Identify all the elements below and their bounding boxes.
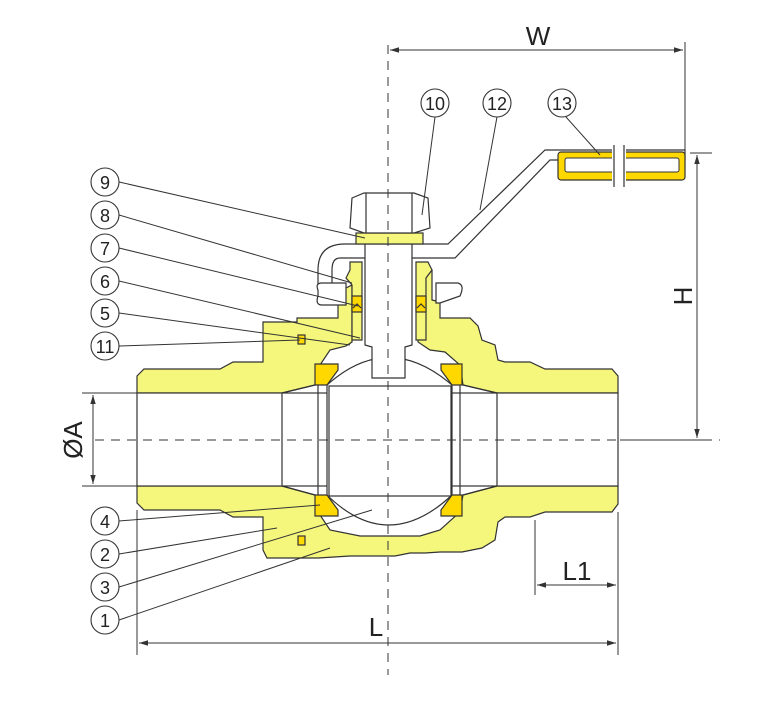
callout-4: 4 (90, 506, 120, 536)
callout-1-label: 1 (100, 611, 110, 631)
callout-13-label: 13 (552, 94, 572, 114)
callout-10-label: 10 (425, 94, 445, 114)
handle-stop (316, 282, 463, 306)
callout-11-label: 11 (96, 337, 115, 357)
callout-11: 11 (90, 331, 120, 361)
callout-7-label: 7 (100, 239, 110, 259)
callout-5: 5 (90, 298, 120, 328)
dimension-L1-label: L1 (563, 556, 592, 586)
seat-upper-right (440, 363, 463, 386)
stem-nut (349, 192, 431, 234)
seat-lower-right (440, 494, 463, 517)
callout-12: 12 (482, 88, 512, 118)
dimension-L1: L1 (534, 512, 619, 655)
callout-7: 7 (90, 233, 120, 263)
dimension-W: W (390, 21, 686, 150)
leader-lines (118, 116, 601, 621)
callout-1: 1 (90, 605, 120, 635)
dimension-A-label: ØA (58, 421, 88, 459)
callout-13: 13 (547, 88, 577, 118)
callout-2-label: 2 (100, 545, 110, 565)
callout-6-label: 6 (100, 272, 110, 292)
seat-upper-left (314, 363, 339, 386)
callout-8: 8 (90, 200, 120, 230)
callout-3-label: 3 (100, 578, 110, 598)
washer (355, 232, 424, 245)
callout-12-label: 12 (487, 94, 507, 114)
oring-lower (297, 535, 306, 546)
dimension-H: H (620, 152, 712, 441)
callout-9: 9 (90, 167, 120, 197)
callout-6: 6 (90, 266, 120, 296)
valve-body-lower (136, 485, 619, 559)
dimension-W-label: W (526, 21, 551, 51)
callout-10: 10 (420, 88, 450, 118)
dimension-H-label: H (668, 287, 698, 306)
oring-upper (297, 334, 306, 345)
dimension-A: ØA (58, 392, 137, 487)
callout-4-label: 4 (100, 512, 110, 532)
callout-5-label: 5 (100, 304, 110, 324)
callout-9-label: 9 (100, 173, 110, 193)
callout-2: 2 (90, 539, 120, 569)
stem (364, 243, 413, 379)
seat-lower-left (314, 494, 339, 517)
callout-8-label: 8 (100, 206, 110, 226)
ball (326, 357, 453, 526)
dimension-L-label: L (369, 612, 383, 642)
callout-3: 3 (90, 572, 120, 602)
valve-body-upper-right (417, 269, 619, 394)
dimension-L: L (136, 510, 616, 655)
